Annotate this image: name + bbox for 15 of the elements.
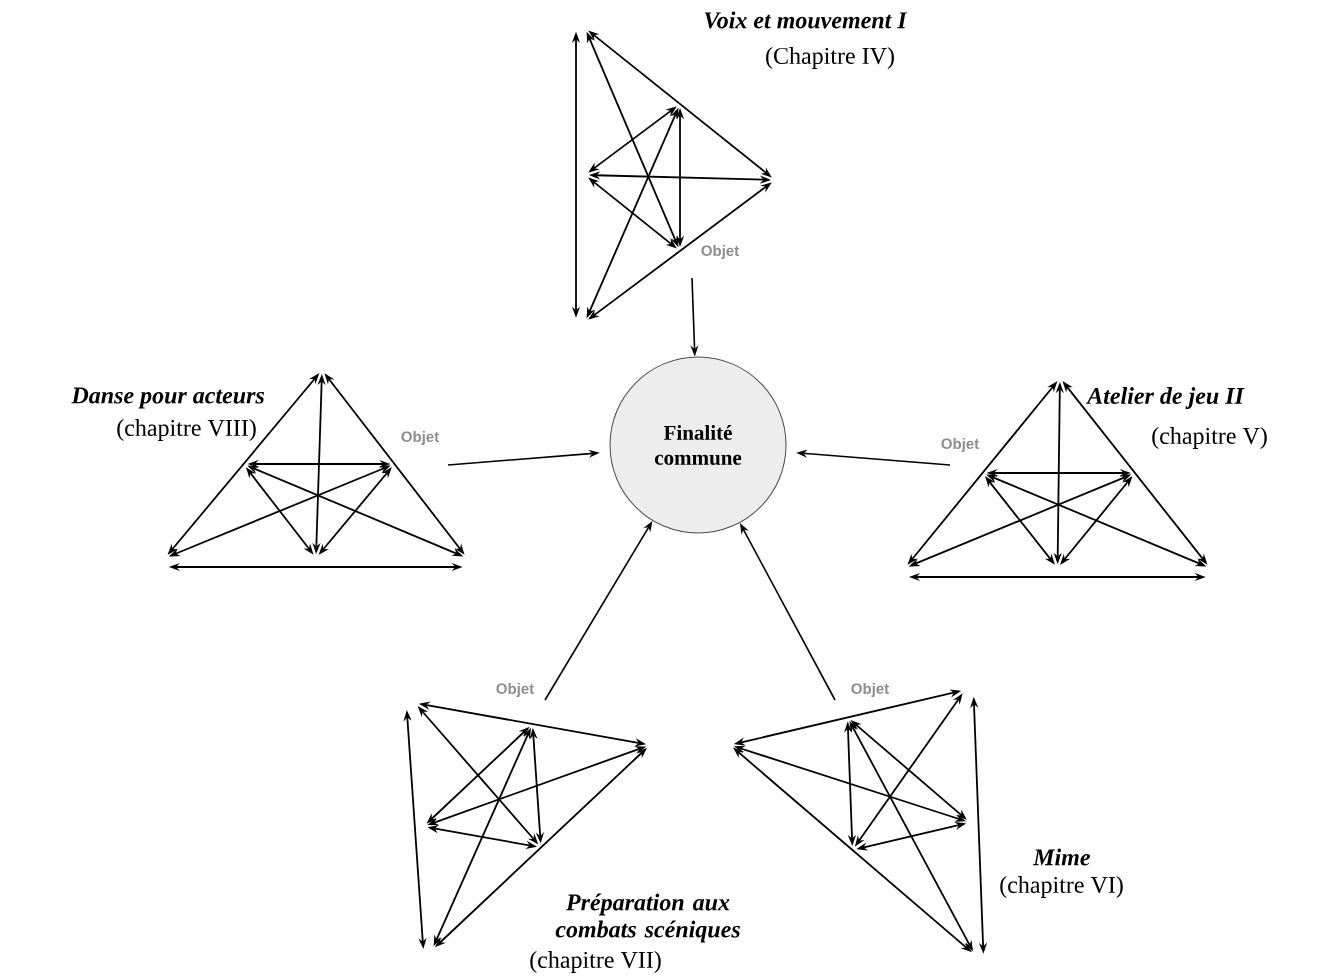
- chapter-text: (chapitre VIII): [117, 419, 256, 441]
- title-text: Voix et mouvement I: [704, 11, 908, 29]
- object-label: Objet: [941, 438, 979, 452]
- chapter-text: (Chapitre IV): [766, 47, 894, 69]
- title-text: Mime: [1032, 848, 1090, 866]
- object-label: Objet: [701, 245, 739, 259]
- title-text: Préparation aux combats scéniques: [555, 893, 740, 943]
- object-label: Objet: [851, 683, 889, 697]
- object-label: Objet: [401, 431, 439, 445]
- title-text: Atelier de jeu II: [1085, 387, 1245, 409]
- chapter-text: (chapitre V): [1152, 427, 1267, 449]
- chapter-text: (chapitre VII): [530, 951, 661, 973]
- object-label: Objet: [496, 683, 534, 697]
- chapter-text: (chapitre VI): [1000, 876, 1123, 898]
- title-text: Danse pour acteurs: [71, 387, 265, 409]
